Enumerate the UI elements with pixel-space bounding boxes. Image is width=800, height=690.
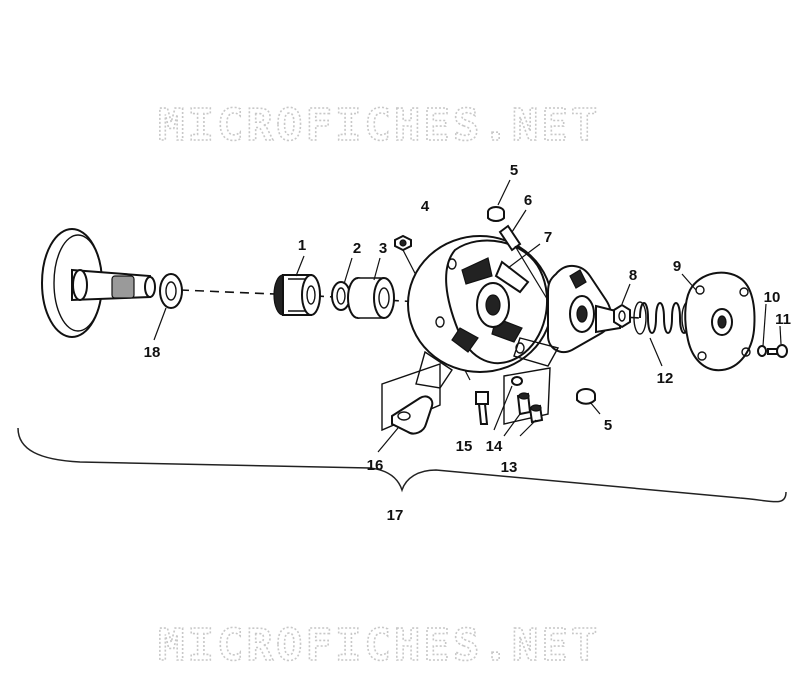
- callout-15: 15: [456, 438, 473, 455]
- leader-13: [503, 413, 537, 437]
- callout-6: 6: [524, 192, 532, 209]
- leader-9: [681, 273, 697, 291]
- callout-12: 12: [657, 370, 674, 387]
- callout-4: 4: [421, 198, 430, 215]
- leader-10: [762, 303, 767, 347]
- callout-17: 17: [387, 507, 404, 524]
- cap-part-5-top: [487, 206, 505, 222]
- leader-3: [373, 257, 381, 281]
- spider-part: [547, 265, 621, 354]
- leader-6: [511, 209, 527, 233]
- callout-5-bottom: 5: [604, 417, 612, 434]
- screw-part-11: [767, 344, 788, 358]
- watermark-bottom: MICROFICHES.NET: [158, 620, 600, 671]
- callout-14: 14: [486, 438, 503, 455]
- fixed-sheave-part: [41, 228, 156, 338]
- leader-12: [649, 337, 663, 367]
- leader-16: [377, 427, 399, 453]
- pin-kit-part-13-14: [503, 337, 560, 425]
- callout-1: 1: [298, 237, 306, 254]
- weight-kit-part-16: [381, 350, 453, 435]
- washer-part-10: [757, 345, 767, 357]
- leader-18: [153, 307, 167, 341]
- callout-13: 13: [501, 459, 518, 476]
- leader-1: [295, 255, 305, 277]
- callout-3: 3: [379, 240, 387, 257]
- bolt-part-15: [475, 391, 489, 425]
- callout-10: 10: [764, 289, 781, 306]
- leader-5a: [497, 179, 511, 206]
- watermark-top: MICROFICHES.NET: [158, 100, 600, 151]
- bushing-part-3: [347, 277, 395, 319]
- assembly-bracket: [17, 427, 787, 503]
- bearing-part-1: [273, 274, 321, 316]
- leader-5b: [589, 401, 601, 415]
- moveable-sheave-part: [407, 235, 553, 373]
- cap-part-5-bottom: [576, 388, 596, 405]
- cover-part-9: [684, 271, 756, 372]
- callout-18: 18: [144, 344, 161, 361]
- nut-part-8: [613, 303, 631, 329]
- callout-11: 11: [775, 311, 791, 328]
- leader-8: [621, 283, 631, 305]
- leader-11: [779, 325, 782, 345]
- callout-5-top: 5: [510, 162, 518, 179]
- callout-2: 2: [353, 240, 361, 257]
- callout-8: 8: [629, 267, 637, 284]
- callout-9: 9: [673, 258, 681, 275]
- leader-7: [507, 243, 541, 269]
- callout-16: 16: [367, 457, 384, 474]
- leader-14: [493, 385, 513, 431]
- leader-2: [343, 257, 353, 285]
- washer-part-18: [159, 273, 183, 309]
- callout-7: 7: [544, 229, 552, 246]
